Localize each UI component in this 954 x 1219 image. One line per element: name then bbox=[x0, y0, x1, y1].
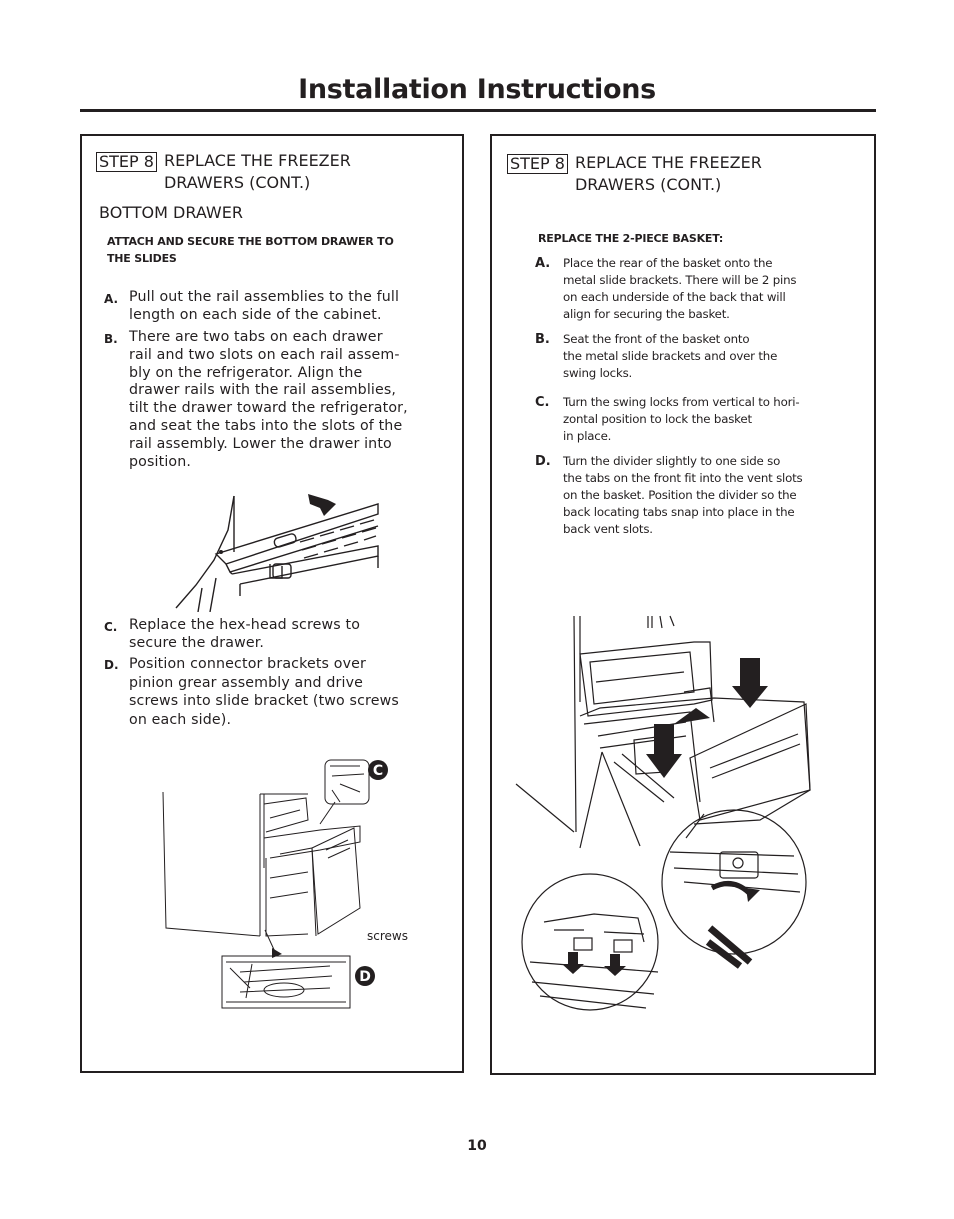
item-text: Turn the swing locks from vertical to ho… bbox=[563, 395, 800, 443]
right-item-d: D. Turn the divider slightly to one side… bbox=[535, 453, 855, 538]
item-letter: C. bbox=[535, 395, 550, 410]
screws-label: screws bbox=[367, 929, 408, 943]
right-step-title: REPLACE THE FREEZER DRAWERS (CONT.) bbox=[574, 153, 762, 194]
left-step-header: STEP 8 REPLACE THE FREEZER DRAWERS (CONT… bbox=[96, 151, 351, 194]
drawer-screws-illustration: C D bbox=[162, 759, 388, 1009]
left-item-b: B. There are two tabs on each drawer rai… bbox=[104, 329, 444, 471]
left-step-label: STEP 8 bbox=[96, 152, 157, 172]
item-text: Replace the hex-head screws to secure th… bbox=[129, 617, 361, 651]
item-letter: D. bbox=[535, 454, 551, 469]
left-item-c: C. Replace the hex-head screws to secure… bbox=[104, 617, 444, 653]
title-divider bbox=[80, 109, 876, 112]
item-text: There are two tabs on each drawer rail a… bbox=[129, 329, 408, 470]
page-number: 10 bbox=[467, 1138, 487, 1154]
right-step-header: STEP 8 REPLACE THE FREEZER DRAWERS (CONT… bbox=[507, 153, 762, 196]
basket-installation-illustration bbox=[515, 615, 811, 1011]
item-text: Pull out the rail assemblies to the full… bbox=[129, 289, 400, 323]
left-item-a: A. Pull out the rail assemblies to the f… bbox=[104, 289, 444, 325]
item-letter: D. bbox=[104, 658, 119, 672]
right-panel bbox=[490, 134, 876, 1075]
item-letter: B. bbox=[535, 332, 550, 347]
page-title: Installation Instructions bbox=[298, 74, 656, 105]
item-text: Turn the divider slightly to one side so… bbox=[563, 454, 803, 536]
right-item-a: A. Place the rear of the basket onto the… bbox=[535, 255, 855, 323]
left-panel bbox=[80, 134, 464, 1073]
right-caps-note: REPLACE THE 2-PIECE BASKET: bbox=[538, 232, 724, 245]
item-text: Seat the front of the basket onto the me… bbox=[563, 332, 778, 380]
item-text: Position connector brackets over pinion … bbox=[129, 656, 399, 728]
item-letter: A. bbox=[535, 256, 551, 271]
left-item-d: D. Position connector brackets over pini… bbox=[104, 655, 444, 729]
left-caps-note: ATTACH AND SECURE THE BOTTOM DRAWER TO T… bbox=[107, 235, 394, 265]
callout-d: D bbox=[359, 969, 371, 985]
right-step-label: STEP 8 bbox=[507, 154, 568, 174]
item-letter: A. bbox=[104, 292, 119, 306]
item-letter: B. bbox=[104, 332, 118, 346]
item-text: Place the rear of the basket onto the me… bbox=[563, 256, 797, 321]
rail-assembly-illustration bbox=[175, 494, 379, 612]
right-item-c: C. Turn the swing locks from vertical to… bbox=[535, 394, 855, 445]
right-item-b: B. Seat the front of the basket onto the… bbox=[535, 331, 855, 382]
left-step-title: REPLACE THE FREEZER DRAWERS (CONT.) bbox=[163, 151, 351, 192]
callout-c: C bbox=[373, 763, 383, 779]
item-letter: C. bbox=[104, 620, 118, 634]
bottom-drawer-heading: BOTTOM DRAWER bbox=[99, 203, 243, 222]
